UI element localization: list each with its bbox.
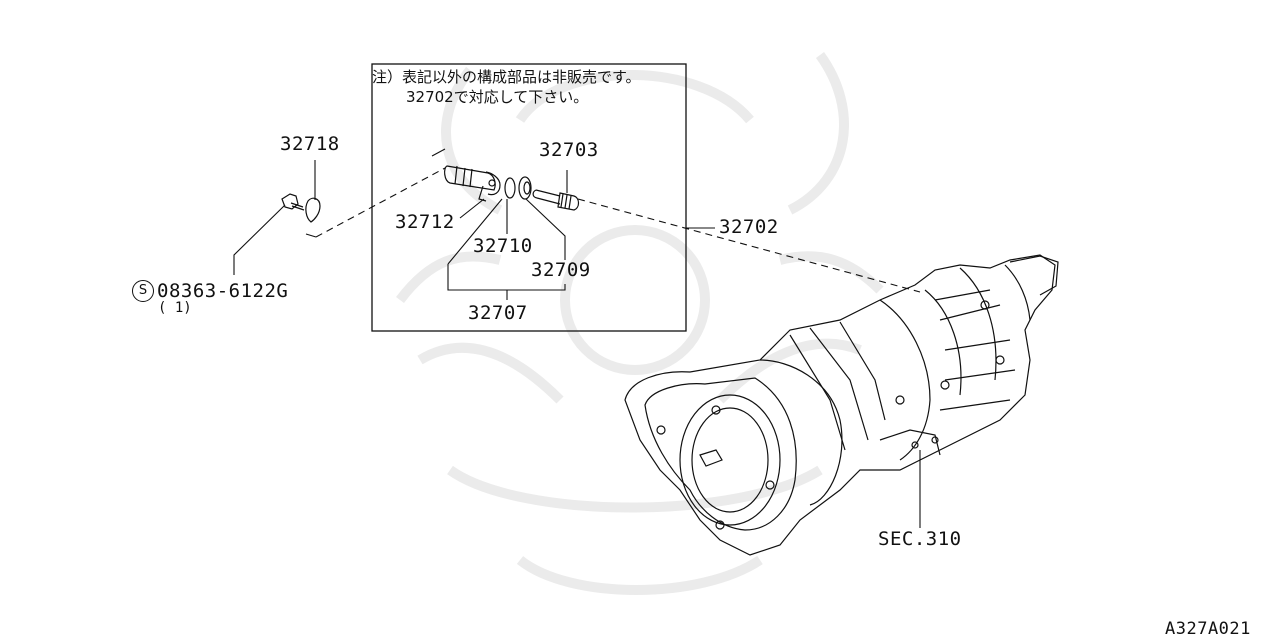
o-ring-icon — [504, 177, 516, 199]
bolt-icon — [281, 193, 305, 211]
inset-frame — [371, 63, 687, 332]
bolt-quantity: ( 1) — [158, 300, 192, 316]
seal-icon — [518, 176, 532, 200]
part-label-32709[interactable]: 32709 — [531, 259, 591, 281]
part-label-32707[interactable]: 32707 — [468, 302, 528, 324]
figure-code: A327A021 — [1165, 619, 1251, 639]
pinion-gear-icon — [532, 189, 580, 211]
note-line-2: 32702で対応して下さい。 — [406, 88, 589, 106]
leader-32707 — [447, 198, 566, 300]
lock-plate-icon — [305, 197, 321, 223]
leader-32709 — [525, 198, 566, 260]
leader-32712 — [459, 198, 485, 219]
leader-bolt — [233, 204, 286, 275]
part-label-32710[interactable]: 32710 — [473, 235, 533, 257]
pinion-sleeve-icon — [444, 165, 501, 202]
section-reference[interactable]: SEC.310 — [878, 528, 962, 550]
part-label-32703[interactable]: 32703 — [539, 139, 599, 161]
transmission-icon — [624, 254, 1059, 556]
part-label-32718[interactable]: 32718 — [280, 133, 340, 155]
part-label-32702[interactable]: 32702 — [719, 216, 779, 238]
dash-line-plate-to-sleeve — [315, 167, 446, 238]
standard-part-s-icon: S — [132, 280, 154, 302]
bolt-part-label[interactable]: 08363-6122G — [157, 280, 289, 302]
part-label-32712[interactable]: 32712 — [395, 211, 455, 233]
note-line-1: 注）表記以外の構成部品は非販売です。 — [372, 68, 641, 86]
dash-line-pinion-to-transmission — [577, 198, 921, 293]
